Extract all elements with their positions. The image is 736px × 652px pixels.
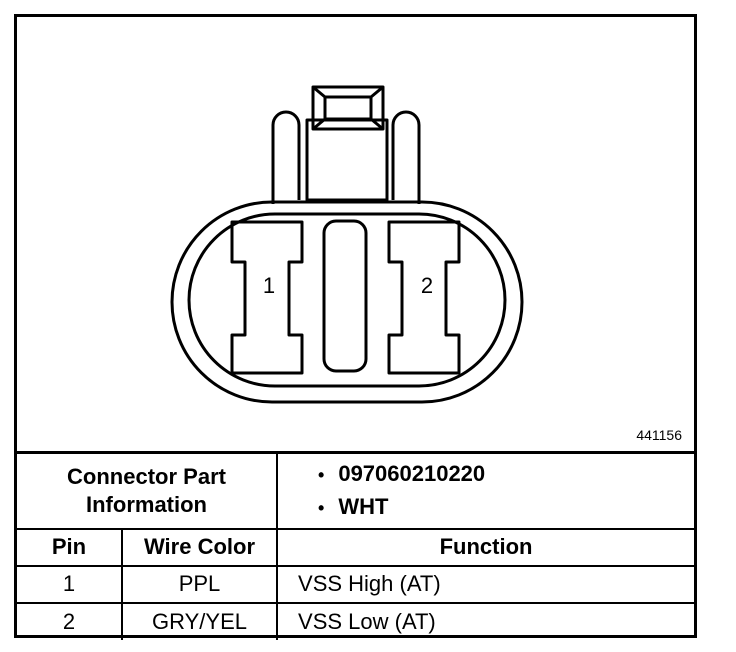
bullet-icon: • xyxy=(318,497,325,518)
connector-info-table: Connector Part Information • 097060210220… xyxy=(17,451,695,640)
part-info-label-line2: Information xyxy=(86,491,207,517)
connector-drawing: 1 2 xyxy=(170,85,524,404)
part-info-row: Connector Part Information • 097060210220… xyxy=(17,451,695,530)
part-info-label-cell: Connector Part Information xyxy=(17,451,279,530)
part-number-item: • 097060210220 xyxy=(318,458,694,491)
diagram-frame: 1 2 441156 Connector Part Information • 0… xyxy=(14,14,697,640)
function-header: Function xyxy=(276,527,695,567)
table-header-row: Pin Wire Color Function xyxy=(17,527,695,567)
right-locking-post xyxy=(391,110,421,204)
wire-color-cell: PPL xyxy=(120,564,279,604)
part-info-label-line1: Connector Part xyxy=(67,463,226,489)
part-number-value: 097060210220 xyxy=(338,460,486,486)
pin-2-cavity xyxy=(387,220,461,375)
pin-1-label: 1 xyxy=(263,273,275,298)
part-numbers-cell: • 097060210220 • WHT xyxy=(276,451,695,530)
table-row: 1 PPL VSS High (AT) xyxy=(17,564,695,604)
function-cell: VSS High (AT) xyxy=(276,564,695,604)
pin-2-label: 2 xyxy=(421,273,433,298)
bullet-icon: • xyxy=(318,464,325,485)
pin-cell: 1 xyxy=(17,564,123,604)
connector-diagram-area: 1 2 441156 xyxy=(17,17,694,451)
pin-1-cavity xyxy=(230,220,304,375)
wire-color-cell: GRY/YEL xyxy=(120,601,279,640)
pin-header: Pin xyxy=(17,527,123,567)
latch-tab xyxy=(311,85,385,131)
latch-tower xyxy=(305,118,389,202)
figure-number: 441156 xyxy=(636,427,682,443)
part-color-item: • WHT xyxy=(318,491,694,524)
connector-outer-housing xyxy=(170,200,524,404)
pin-cell: 2 xyxy=(17,601,123,640)
left-locking-post xyxy=(271,110,301,204)
center-key-slot xyxy=(322,219,368,373)
function-cell: VSS Low (AT) xyxy=(276,601,695,640)
part-color-value: WHT xyxy=(338,493,389,519)
wire-color-header: Wire Color xyxy=(120,527,279,567)
connector-inner-housing xyxy=(187,212,507,388)
table-row: 2 GRY/YEL VSS Low (AT) xyxy=(17,601,695,640)
